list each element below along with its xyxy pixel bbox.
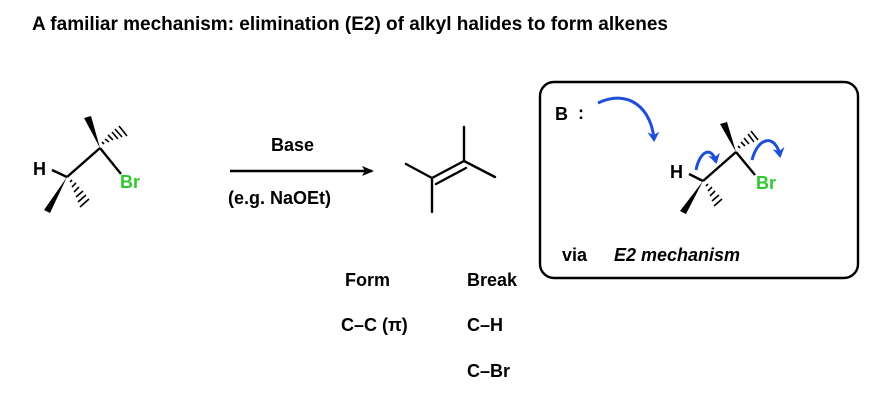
caption-via: via (562, 245, 588, 265)
reactant-hash-bond-upper (101, 125, 128, 145)
product-molecule (404, 125, 497, 214)
mechanism-molecule (680, 122, 759, 214)
mechanism-h-label: H (670, 162, 683, 182)
reagent-bottom-label: (e.g. NaOEt) (228, 188, 332, 208)
reactant-wedge-bond (44, 177, 67, 213)
form-item: C–C (π) (341, 315, 408, 335)
reactant-wedge-bond-upper (84, 116, 100, 148)
mechanism-box (538, 80, 860, 280)
curved-arrow-cbr-to-br (750, 139, 785, 161)
curved-arrow-base-to-h (597, 96, 660, 142)
lone-pair-label: : (578, 103, 584, 123)
reactant-cbr-bond (99, 147, 122, 175)
mechanism-br-label: Br (756, 173, 777, 193)
break-header: Break (467, 270, 518, 290)
curved-arrow-ch-to-cc (694, 150, 720, 171)
form-header: Form (345, 270, 390, 290)
reactant-hash-bond-lower (69, 179, 90, 208)
break-item: C–H (467, 315, 504, 335)
reagent-top-label: Base (271, 135, 315, 155)
reactant-molecule (44, 116, 128, 213)
diagram-title: A familiar mechanism: elimination (E2) o… (32, 14, 668, 35)
caption-mechanism-name: E2 mechanism (614, 245, 741, 265)
reactant-br-label: Br (120, 172, 141, 192)
base-label: B (555, 104, 568, 124)
reactant-cc-bond (66, 147, 101, 178)
reactant-h-label: H (33, 159, 46, 179)
reactant-ch-bond (51, 168, 68, 179)
break-item: C–Br (467, 361, 511, 381)
